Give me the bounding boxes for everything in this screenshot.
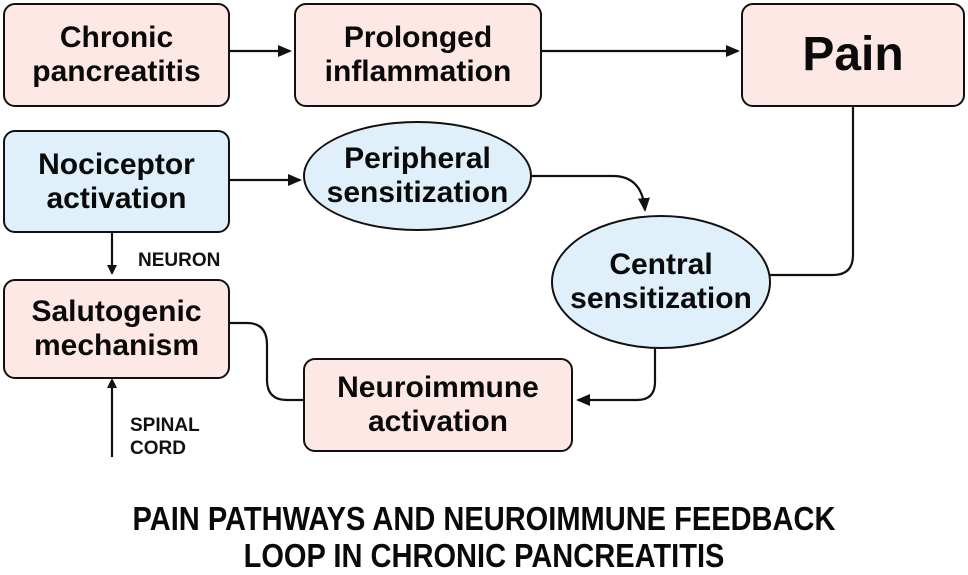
node-label-line1: Pain [802, 28, 904, 82]
edge-label-spinal: SPINAL [130, 415, 200, 436]
node-central-sensitization: Central sensitization [551, 215, 771, 349]
node-label-line2: mechanism [33, 329, 200, 362]
node-chronic-pancreatitis: Chronic pancreatitis [3, 3, 230, 107]
node-pain: Pain [741, 3, 965, 107]
node-label-line2: sensitization [326, 176, 509, 209]
arrow-central-to-neuroimmune [576, 347, 657, 406]
edge-label-spinal-cord: SPINAL CORD [130, 415, 200, 461]
line-neuroimmune-to-salutogenic [229, 321, 303, 402]
node-label-line1: Central [609, 248, 713, 282]
node-label-line1: Nociceptor [38, 147, 195, 181]
node-label-line1: Chronic [59, 21, 174, 55]
node-label-line2: activation [367, 405, 509, 438]
node-salutogenic-mechanism: Salutogenic mechanism [3, 279, 230, 379]
edge-label-cord: CORD [130, 437, 186, 459]
node-peripheral-sensitization: Peripheral sensitization [303, 121, 532, 231]
arrow-peripheral-to-central [531, 174, 650, 212]
node-label-line2: inflammation [324, 55, 512, 88]
node-label-line2: pancreatitis [32, 55, 201, 88]
node-label-line1: Neuroimmune [337, 371, 539, 405]
node-nociceptor-activation: Nociceptor activation [3, 130, 230, 233]
figure-caption: PAIN PATHWAYS AND NEUROIMMUNE FEEDBACK L… [58, 500, 910, 575]
node-prolonged-inflammation: Prolonged inflammation [294, 3, 542, 107]
node-label-line1: Salutogenic [31, 295, 202, 329]
caption-line1: PAIN PATHWAYS AND NEUROIMMUNE FEEDBACK [132, 500, 836, 537]
node-label-line2: sensitization [570, 282, 752, 315]
line-pain-to-central [769, 105, 855, 277]
node-neuroimmune-activation: Neuroimmune activation [303, 358, 573, 452]
node-label-line2: activation [46, 181, 187, 215]
node-label-line1: Prolonged [343, 21, 493, 55]
caption-line2: LOOP IN CHRONIC PANCREATITIS [243, 537, 725, 575]
edge-label-neuron: NEURON [138, 250, 221, 271]
node-label-line1: Peripheral [344, 142, 491, 176]
